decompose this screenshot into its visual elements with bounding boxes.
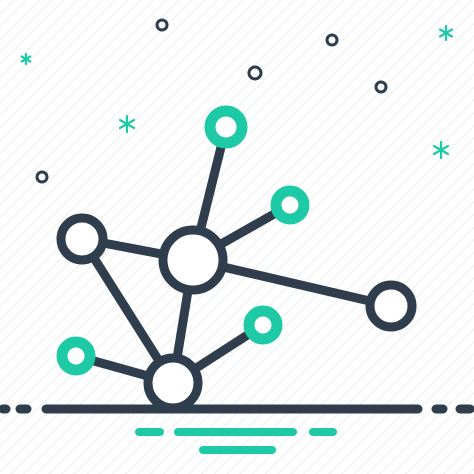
mid-right-accent-node	[243, 305, 283, 345]
decor-dot	[35, 170, 49, 184]
decor-dot	[247, 65, 263, 81]
upper-right-accent-node	[270, 185, 310, 225]
lower-left-accent-node	[56, 336, 96, 376]
accent-nodes	[56, 105, 310, 376]
hub-node	[158, 225, 228, 295]
decor-dots	[35, 18, 388, 184]
reflection-lines	[135, 428, 337, 454]
decor-dot	[325, 33, 339, 47]
sparkle-icon	[438, 24, 454, 42]
sparkle-icon	[118, 114, 136, 134]
sparkle-icon	[432, 140, 450, 160]
right-node	[365, 280, 417, 332]
bottom-node	[143, 353, 203, 413]
decor-dot	[155, 18, 169, 32]
decor-dot	[374, 80, 388, 94]
top-accent-node	[204, 105, 248, 149]
sparkle-icon	[20, 52, 32, 66]
sparkles	[20, 24, 454, 160]
left-node	[56, 213, 108, 265]
